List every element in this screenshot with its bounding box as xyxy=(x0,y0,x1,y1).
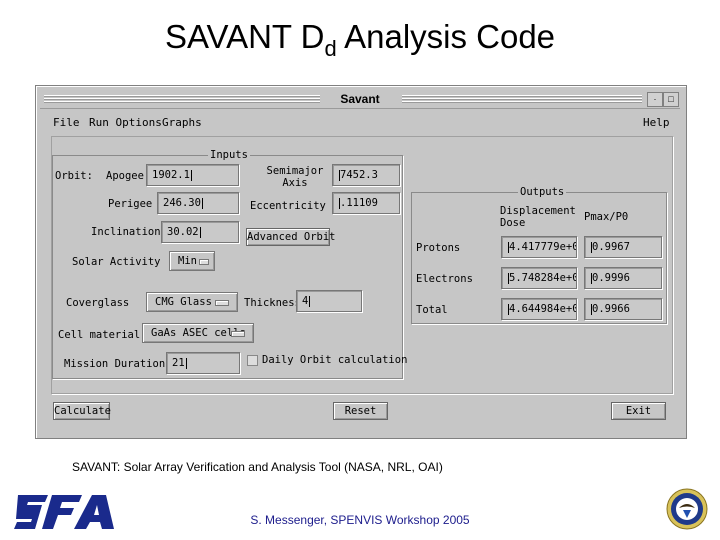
protons-dose-output[interactable]: 4.417779e+07 xyxy=(501,236,577,258)
maximize-button[interactable]: □ xyxy=(663,92,679,107)
semimajor-axis-input[interactable]: 7452.3 xyxy=(332,164,400,186)
outputs-group: Outputs xyxy=(411,186,667,324)
reset-button[interactable]: Reset xyxy=(333,402,388,420)
apogee-label: Apogee xyxy=(106,170,144,182)
total-pmax-output[interactable]: 0.9966 xyxy=(584,298,662,320)
dod-seal-icon xyxy=(666,488,708,535)
eccentricity-label: Eccentricity xyxy=(250,200,326,212)
electrons-pmax-output[interactable]: 0.9996 xyxy=(584,267,662,289)
orbit-label: Orbit: xyxy=(55,170,93,182)
electrons-dose-output[interactable]: 5.748284e+06 xyxy=(501,267,577,289)
checkbox-icon xyxy=(247,354,258,366)
coverglass-select[interactable]: CMG Glass xyxy=(146,292,238,312)
thickness-input[interactable]: 4 xyxy=(296,290,362,312)
perigee-label: Perigee xyxy=(108,198,153,210)
thickness-label: Thickness xyxy=(244,297,301,309)
option-menu-indicator-icon xyxy=(231,331,245,337)
inclination-input[interactable]: 30.02 xyxy=(161,221,239,243)
sfa-logo xyxy=(14,495,114,534)
perigee-input[interactable]: 246.30 xyxy=(157,192,239,214)
option-menu-indicator-icon xyxy=(215,300,229,306)
electrons-label: Electrons xyxy=(416,273,473,285)
main-panel xyxy=(51,136,673,394)
total-label: Total xyxy=(416,304,448,316)
solar-activity-select[interactable]: Min xyxy=(169,251,215,271)
option-menu-indicator-icon xyxy=(199,259,209,265)
apogee-input[interactable]: 1902.1 xyxy=(146,164,239,186)
menu-file[interactable]: File xyxy=(53,116,80,129)
mission-duration-label: Mission Duration xyxy=(64,358,166,370)
mission-duration-input[interactable]: 21 xyxy=(166,352,240,374)
solar-activity-label: Solar Activity xyxy=(72,256,161,268)
menu-graphs[interactable]: Graphs xyxy=(162,116,202,129)
slide-footer: S. Messenger, SPENVIS Workshop 2005 xyxy=(250,513,470,527)
advanced-orbit-button[interactable]: Advanced Orbit xyxy=(246,228,336,246)
slide-caption: SAVANT: Solar Array Verification and Ana… xyxy=(72,460,443,474)
menubar: File Run Options Graphs Help xyxy=(40,110,680,132)
inclination-label: Inclination xyxy=(91,226,161,238)
coverglass-label: Coverglass xyxy=(66,297,130,309)
menu-run-options[interactable]: Run Options xyxy=(89,116,162,129)
inputs-group: Inputs xyxy=(52,149,403,379)
exit-button[interactable]: Exit xyxy=(611,402,666,420)
menu-help[interactable]: Help xyxy=(643,116,670,129)
savant-window: Savant · □ File Run Options Graphs Help … xyxy=(35,85,687,439)
protons-pmax-output[interactable]: 0.9967 xyxy=(584,236,662,258)
daily-orbit-checkbox[interactable]: Daily Orbit calculation xyxy=(247,354,407,366)
protons-label: Protons xyxy=(416,242,461,254)
inputs-group-title: Inputs xyxy=(208,149,250,161)
minimize-button[interactable]: · xyxy=(647,92,663,107)
window-titlebar[interactable]: Savant · □ xyxy=(40,90,680,109)
outputs-group-title: Outputs xyxy=(518,186,567,198)
pmax-header: Pmax/P0 xyxy=(584,211,629,223)
eccentricity-input[interactable]: .11109 xyxy=(332,192,400,214)
calculate-button[interactable]: Calculate xyxy=(53,402,111,420)
window-title: Savant xyxy=(340,92,380,106)
cell-material-label: Cell material xyxy=(58,329,141,341)
slide-title: SAVANT Dd Analysis Code xyxy=(164,18,556,61)
total-dose-output[interactable]: 4.644984e+07 xyxy=(501,298,577,320)
cell-material-select[interactable]: GaAs ASEC cells xyxy=(142,323,254,343)
